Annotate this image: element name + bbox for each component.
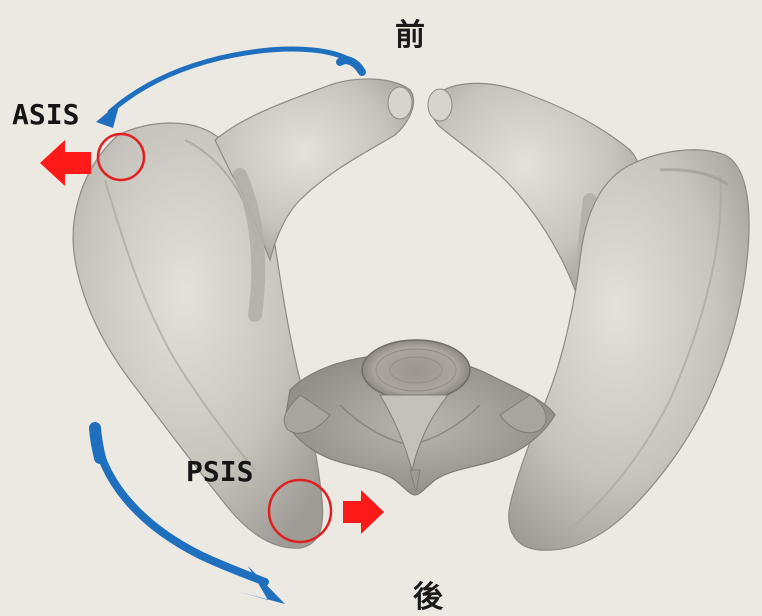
front-label: 前	[395, 10, 425, 54]
asis-arrow-left-icon	[40, 140, 91, 186]
top-rotation-arrowhead-icon	[96, 102, 120, 128]
back-label: 後	[413, 572, 443, 616]
asis-label: ASIS	[12, 98, 79, 131]
psis-label: PSIS	[186, 455, 253, 488]
sacrum	[284, 340, 555, 495]
psis-arrow-right-icon	[343, 490, 384, 534]
